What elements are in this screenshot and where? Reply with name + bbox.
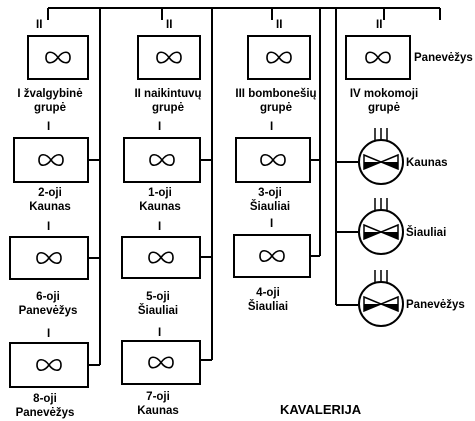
mark-g3-s2: I bbox=[270, 218, 273, 230]
squadron-4-number: 4-oji bbox=[256, 287, 280, 299]
squadron-2-number: 2-oji bbox=[38, 187, 62, 199]
group-1: I žvalgybinė grupė 2-oji Kaunas 6-oji Pa… bbox=[9, 35, 89, 419]
mark-group-2: II bbox=[166, 19, 172, 31]
infinity-icon bbox=[148, 356, 174, 369]
infinity-icon bbox=[38, 153, 64, 167]
infinity-icon bbox=[365, 51, 391, 64]
squadron-3-box bbox=[235, 137, 311, 183]
group-4: Panevėžys IV mokomoji grupė Kaunas Šiaul… bbox=[345, 35, 473, 327]
squadron-7-city: Kaunas bbox=[137, 405, 179, 417]
footer-label: KAVALERIJA bbox=[280, 402, 362, 417]
squadron-8-city: Panevėžys bbox=[16, 407, 75, 419]
group-4-name-line1: IV mokomoji bbox=[350, 88, 418, 100]
mark-group-4: II bbox=[376, 19, 382, 31]
group-2-name-line2: grupė bbox=[152, 102, 184, 114]
group-3: III bombonešių grupė 3-oji Šiauliai 4-oj… bbox=[233, 35, 317, 313]
mark-g1-s3: I bbox=[47, 328, 50, 340]
group-2: II naikintuvų grupė 1-oji Kaunas 5-oji Š… bbox=[121, 35, 202, 417]
squadron-1-city: Kaunas bbox=[139, 201, 181, 213]
infinity-icon bbox=[45, 51, 71, 64]
mark-g1-s1: I bbox=[47, 121, 50, 133]
squadron-4-city: Šiauliai bbox=[248, 300, 288, 313]
mark-g1-s2: I bbox=[47, 221, 50, 233]
group-connector-lines bbox=[88, 8, 321, 366]
mark-g2-s3: I bbox=[158, 327, 161, 339]
school-kaunas-label: Kaunas bbox=[406, 157, 448, 169]
infinity-icon bbox=[149, 153, 175, 167]
school-siauliai-label: Šiauliai bbox=[406, 226, 446, 239]
infinity-icon bbox=[156, 51, 182, 64]
school-panevezys: Panevėžys bbox=[358, 270, 465, 327]
mark-group-1: II bbox=[36, 19, 42, 31]
squadron-5-number: 5-oji bbox=[146, 291, 170, 303]
infinity-icon bbox=[266, 51, 292, 64]
rank-marks: II II II II I I I I I I I I bbox=[36, 19, 382, 340]
squadron-3-number: 3-oji bbox=[258, 187, 282, 199]
infinity-icon bbox=[259, 249, 285, 263]
top-connector-lines bbox=[47, 7, 441, 306]
group-3-name-line1: III bombonešių bbox=[235, 88, 316, 100]
group-4-location: Panevėžys bbox=[414, 52, 473, 64]
squadron-3-city: Šiauliai bbox=[250, 200, 290, 213]
infinity-icon bbox=[148, 251, 174, 264]
squadron-5-city: Šiauliai bbox=[138, 304, 178, 317]
group-4-name-line2: grupė bbox=[368, 102, 400, 114]
mark-g2-s2: I bbox=[158, 221, 161, 233]
mark-g2-s1: I bbox=[158, 121, 161, 133]
squadron-8-number: 8-oji bbox=[33, 393, 57, 405]
squadron-7-number: 7-oji bbox=[146, 391, 170, 403]
squadron-6-number: 6-oji bbox=[36, 291, 60, 303]
mark-group-3: II bbox=[276, 19, 282, 31]
group-1-name-line1: I žvalgybinė bbox=[17, 88, 82, 100]
infinity-icon bbox=[36, 251, 62, 265]
group-1-name-line2: grupė bbox=[34, 102, 66, 114]
school-kaunas: Kaunas bbox=[358, 128, 448, 185]
squadron-6-city: Panevėžys bbox=[19, 305, 78, 317]
squadron-1-number: 1-oji bbox=[148, 187, 172, 199]
infinity-icon bbox=[260, 153, 286, 167]
school-panevezys-label: Panevėžys bbox=[406, 299, 465, 311]
group-3-name-line2: grupė bbox=[260, 102, 292, 114]
infinity-icon bbox=[36, 358, 62, 372]
mark-g3-s1: I bbox=[270, 121, 273, 133]
squadron-2-city: Kaunas bbox=[29, 201, 71, 213]
group-2-name-line1: II naikintuvų bbox=[134, 88, 201, 100]
school-siauliai: Šiauliai bbox=[358, 198, 446, 255]
